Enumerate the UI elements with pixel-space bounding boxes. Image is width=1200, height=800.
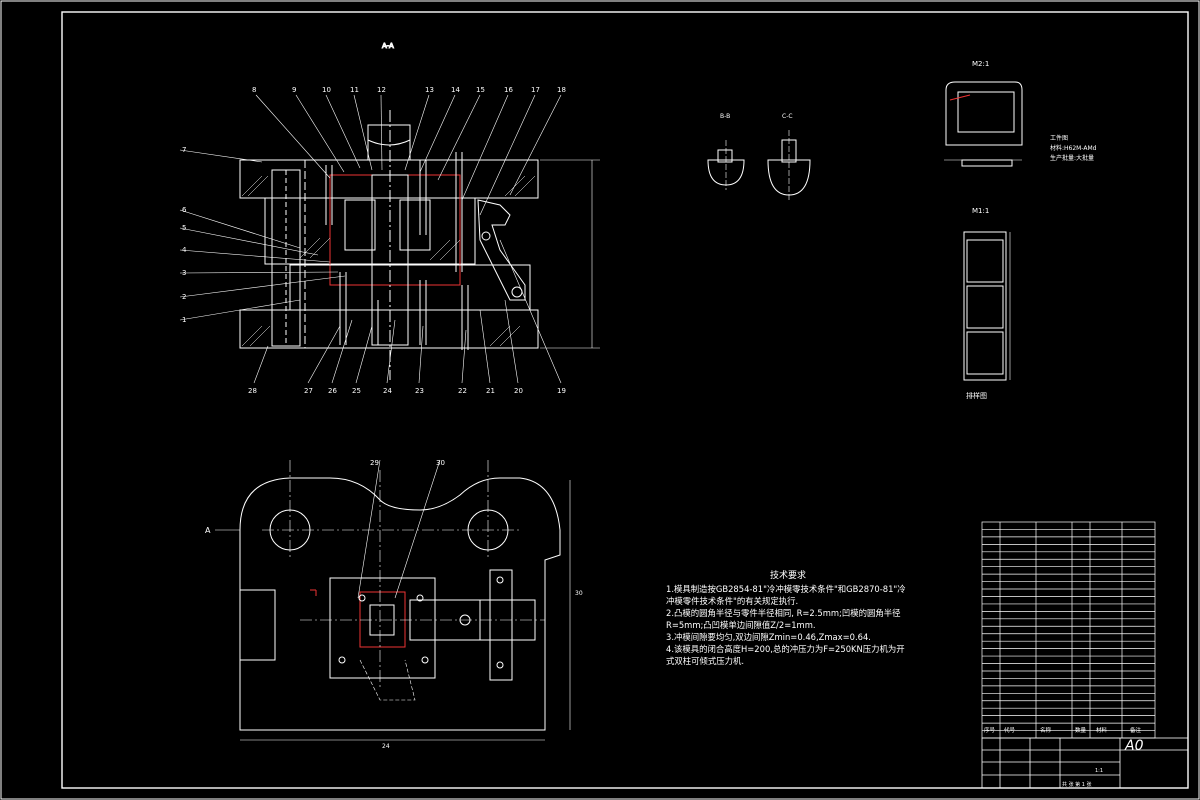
section-cc-label: C-C bbox=[782, 113, 793, 120]
plan-height-dimension: 30 bbox=[575, 590, 583, 597]
part-number: 7 bbox=[182, 146, 186, 154]
bom-header-remarks: 备注 bbox=[1130, 726, 1142, 734]
bom-header-material: 材料 bbox=[1096, 726, 1108, 734]
part-number-labels: 8 9 10 11 12 13 14 15 16 17 18 7 6 5 4 3… bbox=[182, 86, 566, 467]
sheet-info: 共 张 第 1 张 bbox=[1062, 781, 1092, 788]
section-views-bc bbox=[707, 130, 811, 200]
part-number: 6 bbox=[182, 206, 187, 214]
part-number: 11 bbox=[350, 86, 359, 94]
plan-width-dimension: 24 bbox=[382, 743, 390, 750]
bom-headers: 序号 代号 名称 数量 材料 备注 bbox=[984, 726, 1142, 734]
part-number: 4 bbox=[182, 246, 187, 254]
part-number: 26 bbox=[328, 387, 337, 395]
part-number: 9 bbox=[292, 86, 296, 94]
part-number: 5 bbox=[182, 224, 186, 232]
tech-requirement-line: 式双柱可倾式压力机. bbox=[666, 656, 744, 666]
part-number: 17 bbox=[531, 86, 540, 94]
part-number: 19 bbox=[557, 387, 566, 395]
part-number: 21 bbox=[486, 387, 495, 395]
tech-requirement-line: 3.冲模间隙要均匀,双边间隙Zmin=0.46,Zmax=0.64. bbox=[666, 632, 871, 642]
part-number: 14 bbox=[451, 86, 460, 94]
part-number: 22 bbox=[458, 387, 467, 395]
part-number: 27 bbox=[304, 387, 313, 395]
tech-requirements: 技术要求 1.模具制造按GB2854-81"冷冲模零技术条件"和GB2870-8… bbox=[666, 569, 906, 666]
tech-requirement-line: 冲模零件技术条件"的有关规定执行. bbox=[666, 596, 798, 606]
part-number: 28 bbox=[248, 387, 257, 395]
title-block bbox=[981, 737, 1189, 789]
part-number: 15 bbox=[476, 86, 485, 94]
part-number: 23 bbox=[415, 387, 424, 395]
part-number: 20 bbox=[514, 387, 523, 395]
part-number: 12 bbox=[377, 86, 386, 94]
scale-label: 1:1 bbox=[1095, 768, 1103, 774]
bom-header-code: 代号 bbox=[1004, 726, 1016, 734]
detail-1-label: M2:1 bbox=[972, 60, 989, 68]
tech-requirement-line: 2.凸模的圆角半径与零件半径相同, R=2.5mm;凹模的圆角半径 bbox=[666, 608, 901, 618]
part-number: 24 bbox=[383, 387, 392, 395]
part-number: 3 bbox=[182, 269, 186, 277]
tech-requirement-line: R=5mm;凸凹模单边间隙值Z/2=1mm. bbox=[666, 620, 816, 630]
part-number: 16 bbox=[504, 86, 513, 94]
part-number: 1 bbox=[182, 316, 186, 324]
section-bb-label: B-B bbox=[720, 113, 730, 120]
plan-view bbox=[215, 459, 571, 741]
leaders-top bbox=[179, 94, 562, 384]
tech-requirements-title: 技术要求 bbox=[770, 569, 806, 581]
sheet-size-label: A0 bbox=[1124, 738, 1144, 754]
drawing-frame bbox=[61, 11, 1189, 789]
tech-requirement-line: 1.模具制造按GB2854-81"冷冲模零技术条件"和GB2870-81"冷 bbox=[666, 584, 906, 594]
tech-requirement-line: 4.该模具的闭合高度H=200,总的冲压力为F=250KN压力机为开 bbox=[666, 644, 905, 654]
part-number: 18 bbox=[557, 86, 566, 94]
workpiece-batch: 生产批量:大批量 bbox=[1050, 154, 1094, 162]
part-number: 2 bbox=[182, 293, 186, 301]
part-number: 29 bbox=[370, 459, 379, 467]
blank-layout-label: 排样图 bbox=[966, 391, 987, 400]
detail-views bbox=[944, 81, 1023, 381]
part-number: 13 bbox=[425, 86, 434, 94]
section-marker: A bbox=[205, 526, 211, 535]
workpiece-name: 工件图 bbox=[1050, 134, 1068, 142]
part-number: 8 bbox=[252, 86, 256, 94]
section-aa-label: A-A bbox=[382, 42, 394, 50]
detail-2-label: M1:1 bbox=[972, 207, 989, 215]
part-number: 25 bbox=[352, 387, 361, 395]
bom-outline bbox=[981, 521, 1156, 739]
workpiece-material: 材料:H62M-AMd bbox=[1050, 144, 1097, 152]
bom-header-index: 序号 bbox=[984, 726, 996, 734]
bom-header-qty: 数量 bbox=[1075, 726, 1087, 734]
bom-table bbox=[981, 521, 1156, 739]
part-number: 10 bbox=[322, 86, 331, 94]
part-number: 30 bbox=[436, 459, 445, 467]
bom-header-name: 名称 bbox=[1040, 726, 1052, 734]
